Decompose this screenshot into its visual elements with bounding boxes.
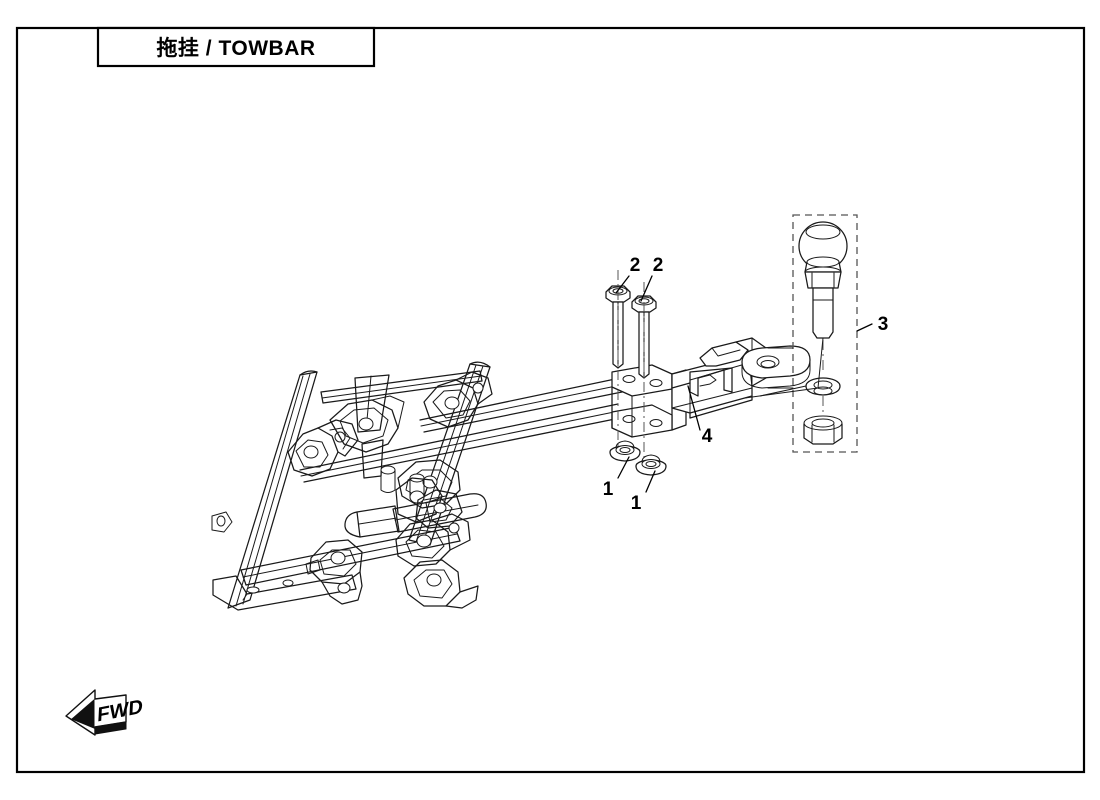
callout-2b-label: 2 [653,255,664,276]
callouts-layer: 1 1 2 2 3 4 [603,255,889,514]
rear-frame-assembly [211,361,623,611]
callout-2a-label: 2 [630,255,641,276]
tow-ball-assembly-group-part-3 [744,214,858,453]
flange-nut-right-part-1 [635,454,667,476]
page-title: 拖挂 / TOWBAR [156,36,315,60]
callout-3-label: 3 [878,314,889,335]
frame-bracket-mid-left [329,395,405,453]
callout-1a-label: 1 [603,479,614,500]
page-border [15,26,1086,774]
tow-ball [798,221,848,372]
frame-bracket-upper-left [287,419,359,477]
hex-flange-bolt-left-part-2 [605,270,631,460]
tow-ball-group-dashed-box [792,214,858,453]
tow-ball-hex-nut [803,415,843,445]
title-box [96,26,376,68]
frame-bracket-upper-right [423,371,493,428]
callout-1a-leader [617,456,630,479]
tow-ball-washer [805,377,841,396]
flange-nut-left-part-1 [609,440,641,462]
hex-flange-bolt-right-part-2 [631,282,657,474]
callout-1b-leader [645,470,656,493]
callout-2a-leader [615,275,630,294]
callout-4-label: 4 [702,426,713,447]
callout-1b-label: 1 [631,493,642,514]
frame-bracket-center [397,459,461,509]
frame-bracket-bottom-right [403,559,479,609]
fwd-orientation-marker: FWD [65,689,143,736]
frame-bracket-bottom-left [309,539,363,605]
callout-3-leader [856,323,873,332]
frame-bracket-right-lower [395,477,463,529]
frame-bracket-right-lower-2 [395,513,471,567]
callout-2b-leader [640,275,653,302]
callout-4-leader [687,385,701,431]
